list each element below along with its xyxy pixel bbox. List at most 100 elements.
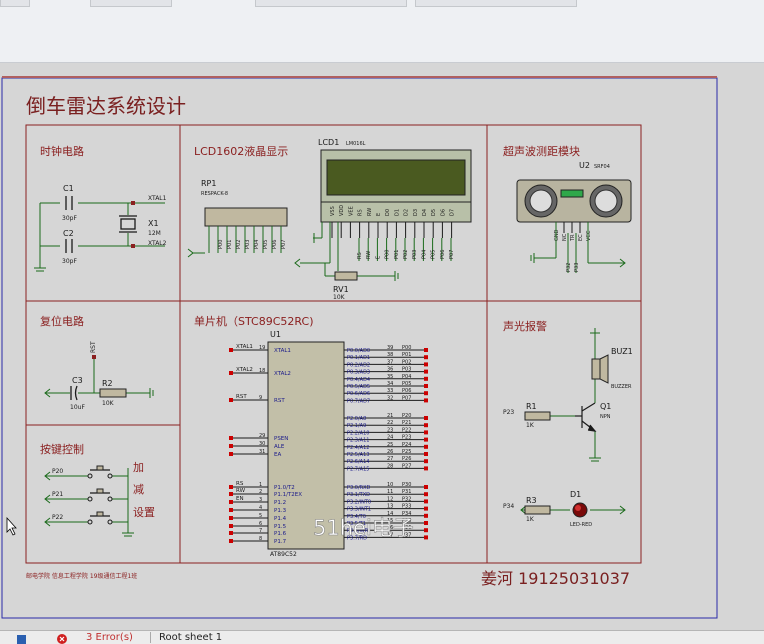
led-d1[interactable] xyxy=(572,502,588,518)
x1-value: 12M xyxy=(148,230,161,237)
section-title-clock: 时钟电路 xyxy=(40,144,84,158)
toolbar-tab[interactable] xyxy=(415,0,577,7)
r2-resistor[interactable] xyxy=(99,388,127,398)
section-title-mcu: 单片机（STC89C52RC) xyxy=(194,314,313,328)
mcu-pin-number: 9 xyxy=(259,395,262,401)
mcu-pin-terminal xyxy=(424,398,428,403)
mcu-pin-terminal xyxy=(424,444,428,449)
mcu-pin-terminal xyxy=(229,398,233,402)
mcu-pin-number: 4 xyxy=(259,505,262,511)
mcu-pin-number: 16 xyxy=(387,525,393,531)
rv1-body[interactable] xyxy=(334,271,358,281)
stop-icon[interactable] xyxy=(16,634,26,644)
mcu-pin-terminal xyxy=(424,369,428,374)
key-cap xyxy=(96,511,104,517)
lcd-pin-name: VEE xyxy=(348,206,354,216)
lcd-net-label: P05 xyxy=(431,250,437,259)
mcu-pin-number: 22 xyxy=(387,420,393,426)
mcu-pin-net: P26 xyxy=(402,456,411,462)
mcu-pin-terminal xyxy=(229,485,233,489)
lcd-model: LM016L xyxy=(346,141,366,147)
xtal1-net: XTAL1 xyxy=(148,195,167,202)
mcu-pin-number: 13 xyxy=(387,504,393,510)
r1-label: R1 xyxy=(526,402,537,411)
mcu-pin-net: XTAL1 xyxy=(236,344,253,350)
lcd-net-label: RS xyxy=(357,252,363,259)
lcd-pin-name: D0 xyxy=(385,209,391,216)
mcu-pin-name: XTAL1 xyxy=(274,348,291,354)
ultrasonic-module[interactable] xyxy=(516,179,632,223)
error-count[interactable]: 3 Error(s) xyxy=(86,632,133,643)
mcu-pin-number: 3 xyxy=(259,497,262,503)
mcu-body[interactable] xyxy=(267,341,345,550)
toolbar-tab[interactable] xyxy=(0,0,30,7)
mcu-pin-terminal xyxy=(424,391,428,396)
mcu-pin-name: P1.4 xyxy=(274,516,287,522)
rp1-respack[interactable] xyxy=(204,207,288,227)
schematic-canvas[interactable]: 倒车雷达系统设计 时钟电路 LCD1602液晶显示 超声波测距模块 复位电路 单… xyxy=(0,63,764,630)
clock-wiring xyxy=(34,202,165,272)
ultrasonic-pin-name: VCC xyxy=(586,230,592,241)
lcd-module[interactable] xyxy=(320,149,472,223)
mcu-pin-net: P04 xyxy=(402,374,411,380)
mcu-pin-name: P1.6 xyxy=(274,531,287,537)
mcu-pin-net: P30 xyxy=(402,482,411,488)
key-net-label: P21 xyxy=(52,491,63,498)
d1-label: D1 xyxy=(570,490,581,499)
status-bar: 3 Error(s) Root sheet 1 xyxy=(0,630,764,644)
ultrasonic-pin-name: NC xyxy=(562,233,568,241)
toolbar-tab[interactable] xyxy=(90,0,172,7)
rp1-model: RESPACK-8 xyxy=(201,191,228,197)
mcu-pin-number: 37 xyxy=(387,359,393,365)
r3-label: R3 xyxy=(526,496,537,505)
lcd-pin-name: D2 xyxy=(404,209,410,216)
r1-resistor[interactable] xyxy=(524,411,551,421)
clock-components xyxy=(65,196,137,253)
lcd-pin-name: RS xyxy=(358,209,364,216)
mcu-pin-name: P1.1/T2EX xyxy=(274,492,302,498)
mcu-pin-terminal xyxy=(229,492,233,496)
keys-ground xyxy=(122,468,134,537)
mcu-pin-name: EA xyxy=(274,452,281,458)
mcu-pin-terminal xyxy=(424,362,428,367)
lcd-net-label: P02 xyxy=(403,250,409,259)
mcu-pin-name: P3.4/T0 xyxy=(347,514,366,520)
mcu-pin-net: P06 xyxy=(402,388,411,394)
cursor-icon xyxy=(6,516,17,536)
key-net-label: P22 xyxy=(52,514,63,521)
lcd-net-label: P01 xyxy=(394,250,400,259)
mcu-pin-number: 12 xyxy=(387,496,393,502)
mcu-pin-name: PSEN xyxy=(274,436,288,442)
buzzer[interactable] xyxy=(591,354,609,384)
mcu-pin-net: P21 xyxy=(402,420,411,426)
mcu-pin-net: P33 xyxy=(402,504,411,510)
mcu-pin-name: P2.1/A9 xyxy=(347,423,366,429)
key-add-label: 加 xyxy=(133,461,144,474)
mcu-pin-number: 2 xyxy=(259,489,262,495)
r3-resistor[interactable] xyxy=(524,505,551,515)
mcu-pin-number: 36 xyxy=(387,367,393,373)
mcu-pin-number: 38 xyxy=(387,352,393,358)
c3-capacitor xyxy=(70,385,78,401)
mcu-pin-name: RST xyxy=(274,398,285,404)
sheet-top-edge xyxy=(2,76,717,78)
mcu-pin-number: 11 xyxy=(387,489,393,495)
section-title-alarm: 声光报警 xyxy=(503,319,547,333)
mcu-pin-terminal xyxy=(424,485,428,489)
mcu-pin-name: P0.7/AD7 xyxy=(347,398,370,404)
toolbar-tab[interactable] xyxy=(255,0,407,7)
mcu-pin-number: 5 xyxy=(259,513,262,519)
u2-ref: U2 xyxy=(579,161,590,170)
mcu-pin-number: 7 xyxy=(259,528,262,534)
mcu-pin-number: 26 xyxy=(387,449,393,455)
transistor-q1[interactable] xyxy=(575,402,597,432)
top-toolbar xyxy=(0,0,764,63)
mcu-pin-number: 35 xyxy=(387,374,393,380)
lcd-ref: LCD1 xyxy=(318,138,339,147)
mcu-pin-terminal xyxy=(229,524,233,528)
lcd-pin-name: D5 xyxy=(431,209,437,216)
